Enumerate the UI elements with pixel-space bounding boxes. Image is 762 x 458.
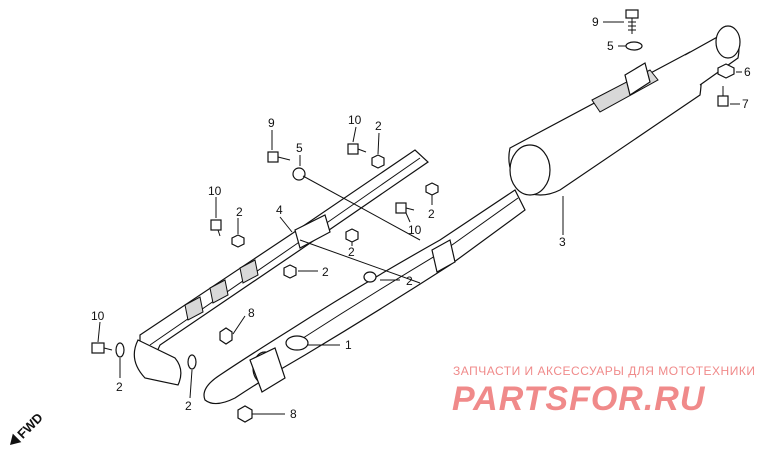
part-label-2: 2 (236, 205, 243, 219)
part-label-2: 2 (406, 274, 413, 288)
part-label-10: 10 (408, 223, 422, 237)
part-label-6: 6 (744, 65, 751, 79)
part-label-2: 2 (322, 265, 329, 279)
part-label-5: 5 (607, 39, 614, 53)
muffler (508, 25, 741, 196)
part-label-3: 3 (559, 235, 566, 249)
part-label-2: 2 (116, 380, 123, 394)
part-label-9: 9 (268, 116, 275, 130)
part-label-9: 9 (592, 15, 599, 29)
leader-lines (97, 21, 742, 415)
fwd-indicator: FWD (10, 410, 46, 445)
part-label-2: 2 (185, 399, 192, 413)
part-label-1: 1 (345, 338, 352, 352)
exhaust-pipe (203, 189, 526, 405)
part-label-8: 8 (248, 306, 255, 320)
watermark-brand: PARTSFOR.RU (452, 380, 706, 418)
fwd-label: FWD (14, 410, 46, 442)
watermark: ЗАПЧАСТИ И АКСЕССУАРЫ ДЛЯ МОТОТЕХНИКИ PA… (452, 364, 755, 418)
part-label-8: 8 (290, 407, 297, 421)
part-label-2: 2 (375, 119, 382, 133)
part-label-10: 10 (91, 309, 105, 323)
part-label-5: 5 (296, 141, 303, 155)
part-label-10: 10 (208, 184, 222, 198)
part-labels: 9 5 6 7 9 10 2 5 10 2 4 2 10 3 2 2 2 8 1… (91, 15, 751, 421)
part-label-10: 10 (348, 113, 362, 127)
part-label-2: 2 (348, 245, 355, 259)
watermark-subtitle: ЗАПЧАСТИ И АКСЕССУАРЫ ДЛЯ МОТОТЕХНИКИ (453, 364, 755, 378)
part-label-7: 7 (742, 97, 749, 111)
part-label-4: 4 (276, 203, 283, 217)
hardware (91, 9, 735, 423)
fwd-arrow-icon (10, 433, 22, 445)
part-label-2: 2 (428, 207, 435, 221)
exhaust-protector (133, 149, 429, 386)
